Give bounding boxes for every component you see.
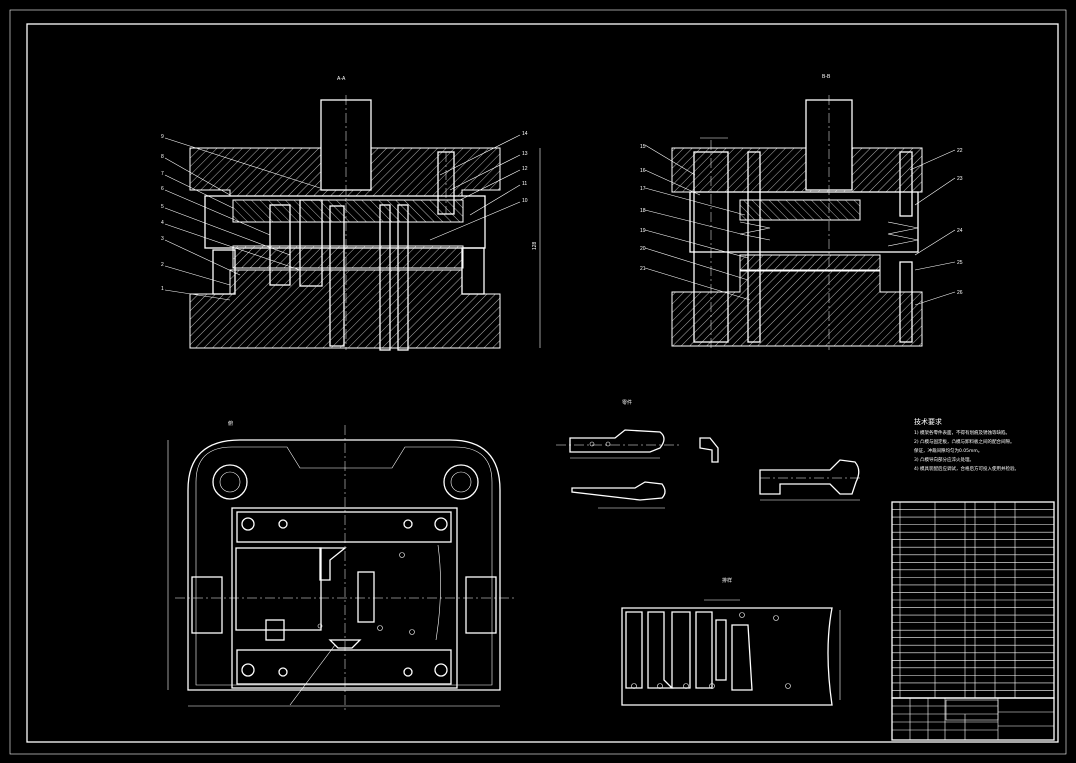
technical-requirements: 技术要求 1) 模架各零件表面，不得有划痕及锈蚀等缺陷。 2) 凸模与固定板，凸… (914, 417, 1019, 472)
svg-text:16: 16 (640, 168, 646, 174)
svg-text:9: 9 (161, 134, 164, 140)
plan-view: 俯 (167, 420, 515, 710)
part-numbers-b-right: 22 23 24 25 26 (957, 148, 963, 296)
svg-text:12: 12 (522, 166, 528, 172)
svg-text:13: 13 (522, 151, 528, 157)
svg-text:8: 8 (161, 154, 164, 160)
svg-text:18: 18 (640, 208, 646, 214)
svg-text:23: 23 (957, 176, 963, 182)
section-a-label: A-A (337, 76, 346, 82)
svg-text:14: 14 (522, 131, 528, 137)
svg-text:19: 19 (640, 228, 646, 234)
strip-layout: 排样 (621, 577, 841, 706)
svg-text:1) 模架各零件表面，不得有划痕及锈蚀等缺陷。: 1) 模架各零件表面，不得有划痕及锈蚀等缺陷。 (914, 429, 1010, 436)
section-b-label: B-B (822, 74, 831, 80)
svg-text:保证，冲裁间隙均匀为0.05mm。: 保证，冲裁间隙均匀为0.05mm。 (914, 447, 982, 454)
svg-text:21: 21 (640, 266, 646, 272)
svg-text:3) 凸模导向部分应淬火处理。: 3) 凸模导向部分应淬火处理。 (914, 456, 974, 463)
part-drawing: 零件 (556, 399, 862, 509)
svg-text:11: 11 (522, 181, 527, 187)
bill-of-materials (891, 501, 1055, 699)
svg-text:2) 凸模与固定板，凸模与卸料板之间的配合间隙。: 2) 凸模与固定板，凸模与卸料板之间的配合间隙。 (914, 438, 1015, 445)
svg-text:5: 5 (161, 204, 164, 210)
svg-text:7: 7 (161, 171, 164, 177)
svg-text:25: 25 (957, 260, 963, 266)
svg-text:2: 2 (161, 262, 164, 268)
svg-text:26: 26 (957, 290, 963, 296)
outer-frame (9, 9, 1067, 755)
section-a-view: A-A 128 (161, 76, 541, 351)
svg-text:24: 24 (957, 228, 963, 234)
svg-text:22: 22 (957, 148, 963, 154)
part-numbers-a-left: 9 8 7 6 5 4 3 2 1 (161, 134, 164, 292)
part-numbers-a-right: 14 13 12 11 10 (522, 131, 528, 204)
svg-text:10: 10 (522, 198, 528, 204)
svg-text:20: 20 (640, 246, 646, 252)
svg-text:15: 15 (640, 144, 646, 150)
svg-text:3: 3 (161, 236, 164, 242)
svg-text:17: 17 (640, 186, 646, 192)
svg-text:128: 128 (532, 241, 538, 250)
svg-text:6: 6 (161, 186, 164, 192)
part-label: 零件 (622, 399, 632, 406)
plan-view-label: 俯 (228, 420, 233, 427)
title-block (891, 697, 1055, 741)
svg-text:4: 4 (161, 220, 164, 226)
svg-text:4) 模具装配后应调试，合格后方可投入使用并检验。: 4) 模具装配后应调试，合格后方可投入使用并检验。 (914, 465, 1019, 472)
tech-req-title: 技术要求 (914, 417, 942, 426)
strip-label: 排样 (722, 577, 732, 584)
part-numbers-b-left: 15 16 17 18 19 20 21 (640, 144, 646, 272)
svg-text:1: 1 (161, 286, 164, 292)
inner-border (26, 23, 1059, 743)
section-b-view: B-B 15 16 17 18 19 20 (640, 74, 963, 350)
